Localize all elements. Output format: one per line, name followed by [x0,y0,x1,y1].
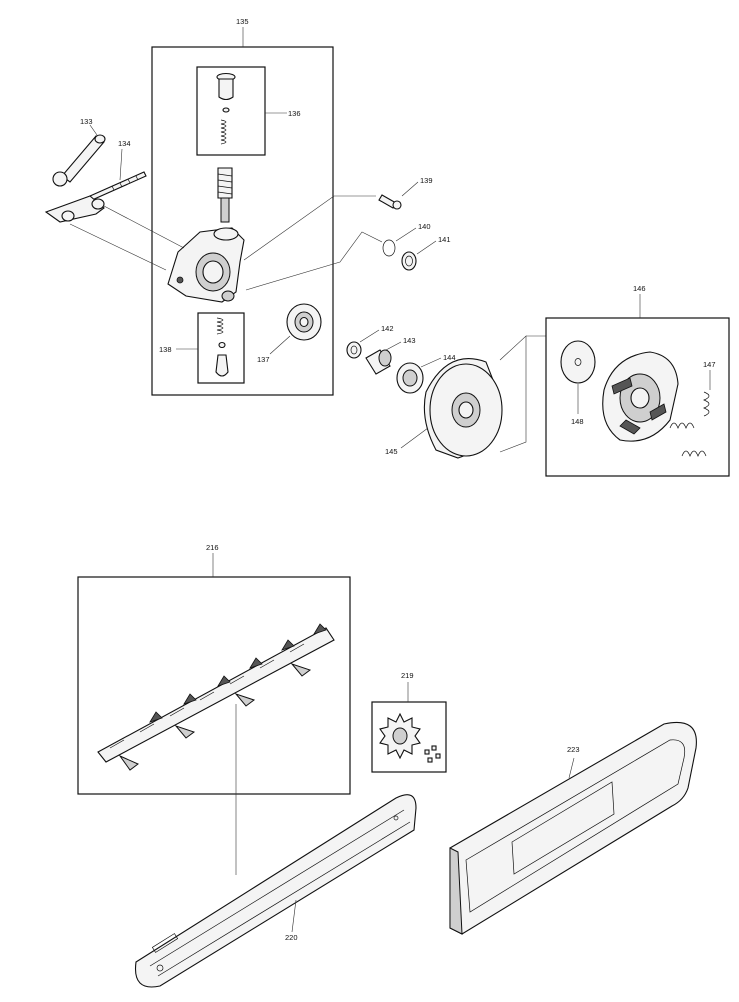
bar-cover-223 [449,721,697,935]
washer-141 [401,251,417,271]
oil-pump-group-box [151,46,334,396]
clutch-drum-145 [423,358,503,459]
label-133: 133 [80,117,93,126]
worm-shaft [217,167,233,223]
sprocket-144 [396,362,424,394]
valve-kit-138-parts [215,317,229,377]
label-142: 142 [381,324,394,333]
needle-bearing-143 [365,349,392,375]
label-148: 148 [571,417,584,426]
label-143: 143 [403,336,416,345]
clutch-springs-147 [669,391,710,457]
label-138: 138 [159,345,172,354]
label-223: 223 [567,745,580,754]
bolt-133 [52,134,106,187]
rim-sprocket-219 [379,712,441,763]
valve-kit-box-136 [196,66,266,156]
label-147: 147 [703,360,716,369]
worm-gear-137 [286,303,322,341]
label-139: 139 [420,176,433,185]
oil-pump-body [167,227,245,303]
ring-140 [382,239,396,257]
label-141: 141 [438,235,451,244]
label-219: 219 [401,671,414,680]
label-146: 146 [633,284,646,293]
label-216: 216 [206,543,219,552]
label-144: 144 [443,353,456,362]
valve-kit-box-138 [197,312,245,384]
stud-bracket-134 [44,171,147,223]
label-135: 135 [236,17,249,26]
washer-148 [560,340,596,384]
screw-139 [378,194,402,210]
clutch-group-box [545,317,730,477]
label-220: 220 [285,933,298,942]
guide-bar-220 [134,794,417,988]
washer-142 [346,341,362,359]
label-136: 136 [288,109,301,118]
label-140: 140 [418,222,431,231]
saw-chain-216 [97,623,335,771]
label-145: 145 [385,447,398,456]
label-134: 134 [118,139,131,148]
label-137: 137 [257,355,270,364]
saw-chain-box [77,576,351,795]
sprocket-kit-box [371,701,447,773]
clutch-shoes [602,351,679,442]
valve-kit-136-parts [216,72,236,145]
